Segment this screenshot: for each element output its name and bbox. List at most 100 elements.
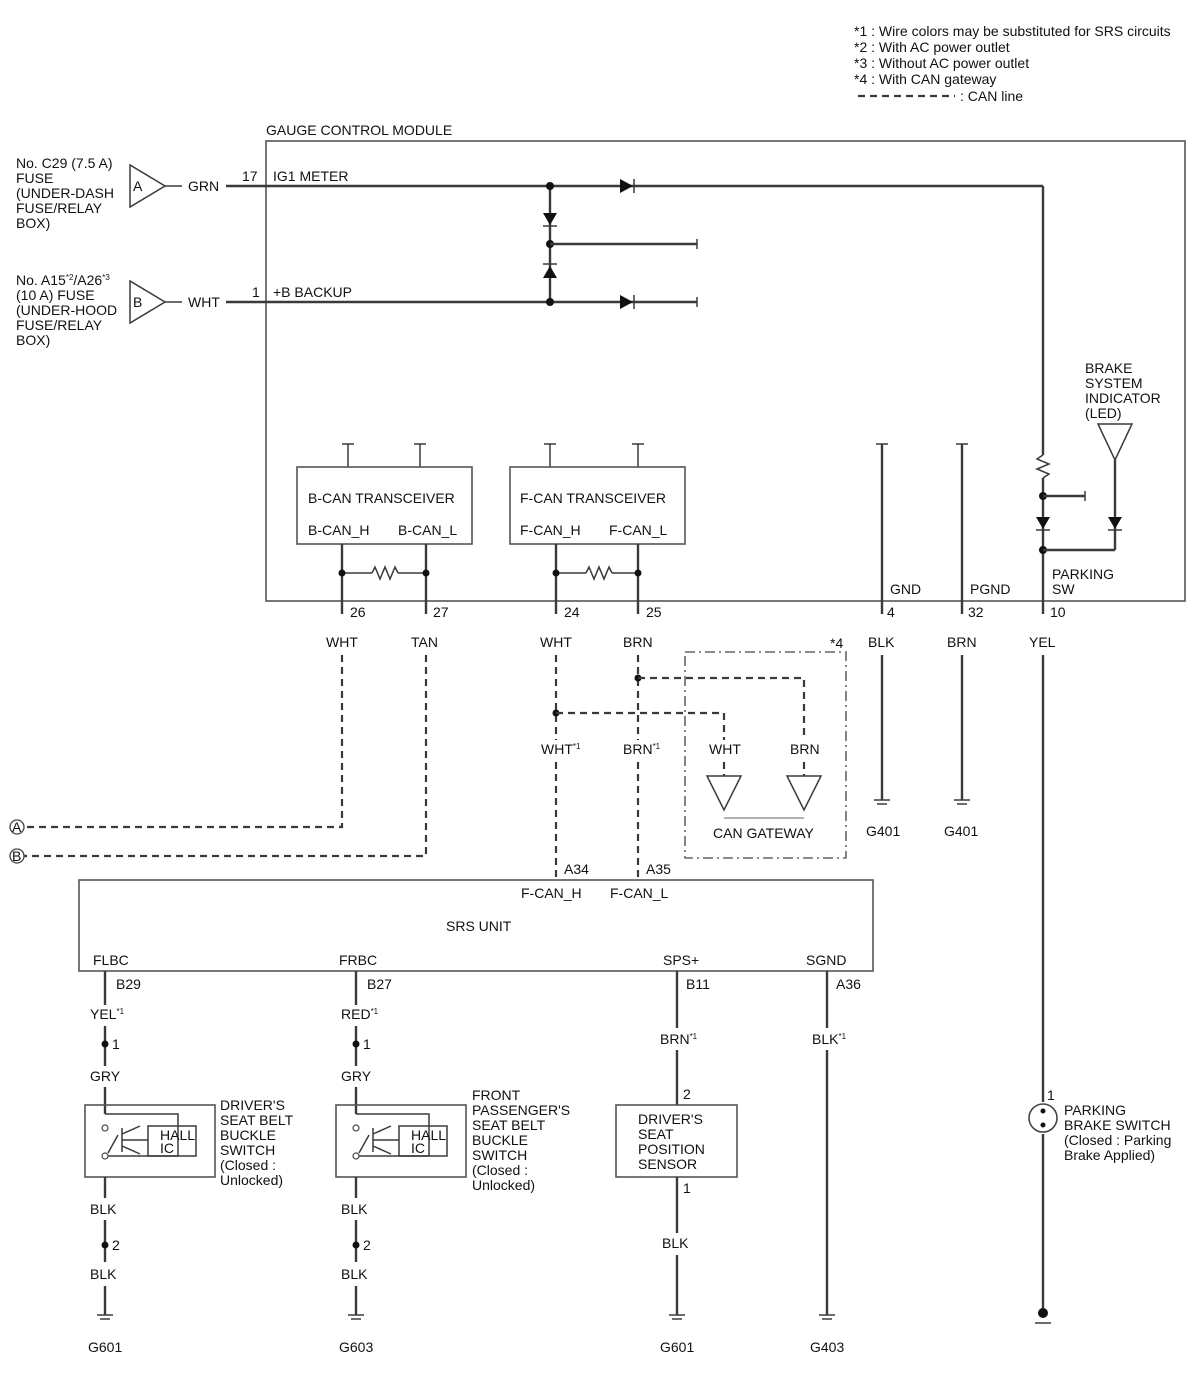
b-can-transceiver-box — [296, 466, 473, 545]
note-1: *1 : Wire colors may be substituted for … — [854, 23, 1171, 39]
brn-srs-label: BRN*1 — [623, 741, 661, 757]
wire-10-color: YEL — [1029, 634, 1056, 650]
srs-sgnd: SGND — [806, 952, 846, 968]
brake-led-triangle — [1096, 423, 1134, 462]
driver-buckle-contact-a — [101, 1124, 109, 1132]
pin-4: 4 — [887, 604, 895, 620]
parking-brake-circuit: 1 PARKING BRAKE SWITCH (Closed : Parking… — [1028, 655, 1171, 1324]
driver-buckle-label-2: SEAT BELT — [220, 1112, 294, 1128]
passenger-buckle-wire1-color: RED*1 — [341, 1006, 379, 1022]
pin-25: 25 — [646, 604, 662, 620]
wire-32-color: BRN — [947, 634, 977, 650]
passenger-buckle-transistor-emitter — [372, 1145, 392, 1155]
fuse-a-label-4: FUSE/RELAY — [16, 200, 103, 216]
can-line-legend-label: : CAN line — [960, 88, 1023, 104]
brake-label-3: INDICATOR — [1085, 390, 1161, 406]
fuse-b-label-1: No. A15*2/A26*3 — [16, 272, 110, 288]
fuse-a-wire: GRN — [188, 178, 219, 194]
srs-pin-a36: A36 — [836, 976, 861, 992]
sensor-label-3: POSITION — [638, 1141, 705, 1157]
module-pin-numbers: 26 27 24 25 4 32 10 — [350, 604, 1066, 620]
driver-buckle-label-6: Unlocked) — [220, 1172, 283, 1188]
parking-sw-label-2: SW — [1052, 581, 1075, 597]
wht-srs-label: WHT*1 — [541, 741, 581, 757]
fuse-a-label-5: BOX) — [16, 215, 50, 231]
pin-17: 17 — [242, 168, 258, 184]
connector-a-triangle — [129, 163, 167, 209]
passenger-buckle-contact-b — [352, 1152, 360, 1160]
f-can-lines: WHT*1 BRN*1 — [541, 655, 806, 880]
srs-sps: SPS+ — [663, 952, 699, 968]
passenger-buckle-connector-1 — [352, 1040, 360, 1048]
driver-buckle-gry: GRY — [90, 1068, 121, 1084]
diode-brake-left — [1036, 517, 1050, 529]
driver-buckle-connector-1 — [101, 1040, 109, 1048]
can-gateway-terminal-wht — [705, 775, 743, 812]
passenger-buckle-blk-a: BLK — [341, 1201, 368, 1217]
can-gateway: *4 WHT BRN CAN GATEWAY — [684, 635, 847, 859]
connector-a-circle — [9, 819, 25, 835]
parking-brake-label-1: PARKING — [1064, 1102, 1126, 1118]
brake-indicator-section: BRAKE SYSTEM INDICATOR (LED) PARKING SW — [1035, 186, 1161, 614]
passenger-buckle-gry: GRY — [341, 1068, 372, 1084]
diode-down-symbol — [543, 213, 557, 225]
module-wire-colors: WHT TAN WHT BRN BLK BRN YEL — [326, 634, 1056, 650]
fuse-b-wire: WHT — [188, 294, 220, 310]
pin-26: 26 — [350, 604, 366, 620]
b-can-junction-l — [422, 569, 430, 577]
sensor-pin-2: 2 — [683, 1086, 691, 1102]
g601b-label: G601 — [660, 1339, 694, 1355]
parking-sw-label-1: PARKING — [1052, 566, 1114, 582]
parking-brake-label-2: BRAKE SWITCH — [1064, 1117, 1171, 1133]
fuse-b-label-5: BOX) — [16, 332, 50, 348]
driver-buckle-transistor-emitter — [121, 1145, 141, 1155]
driver-buckle-hall-ic — [147, 1125, 197, 1157]
connector-b-circle-label: B — [12, 848, 21, 864]
gateway-brn-line — [638, 676, 806, 740]
passenger-buckle-label-1: FRONT — [472, 1087, 521, 1103]
passenger-buckle-hall-ic — [398, 1125, 448, 1157]
driver-buckle-pin-2: 2 — [112, 1237, 120, 1253]
g403-label: G403 — [810, 1339, 844, 1355]
b-can-l-label: B-CAN_L — [398, 522, 457, 538]
connector-b-circle — [9, 848, 25, 864]
srs-pin-b27: B27 — [367, 976, 392, 992]
pgnd-label: PGND — [970, 581, 1010, 597]
passenger-buckle-pin-1: 1 — [363, 1036, 371, 1052]
g601a-label: G601 — [88, 1339, 122, 1355]
fuse-b-input: No. A15*2/A26*3 (10 A) FUSE (UNDER-HOOD … — [16, 272, 220, 348]
pin-24: 24 — [564, 604, 580, 620]
passenger-buckle-label-6: (Closed : — [472, 1162, 528, 1178]
connector-b-triangle — [129, 279, 167, 325]
pin-32: 32 — [968, 604, 984, 620]
note-4: *4 : With CAN gateway — [854, 71, 996, 87]
b-backup-label: +B BACKUP — [273, 284, 352, 300]
driver-buckle-connector-2 — [101, 1241, 109, 1249]
can-gateway-wht: WHT — [709, 741, 741, 757]
wire-24-color: WHT — [540, 634, 572, 650]
fuse-b-label-4: FUSE/RELAY — [16, 317, 103, 333]
srs-frbc: FRBC — [339, 952, 377, 968]
parking-brake-contact-top — [1040, 1108, 1046, 1114]
srs-f-can-l: F-CAN_L — [610, 885, 669, 901]
driver-buckle-contact-b — [101, 1152, 109, 1160]
passenger-hall-label-1: HALL — [411, 1127, 446, 1143]
can-gateway-brn: BRN — [790, 741, 820, 757]
connector-a-letter: A — [133, 178, 143, 194]
f-can-l-label: F-CAN_L — [609, 522, 668, 538]
gateway-wht-line — [556, 711, 726, 740]
f-can-h-label: F-CAN_H — [520, 522, 581, 538]
g401b-label: G401 — [944, 823, 978, 839]
b-can-h-line — [24, 655, 344, 829]
passenger-buckle-label-7: Unlocked) — [472, 1177, 535, 1193]
ig1-meter-label: IG1 METER — [273, 168, 348, 184]
f-can-transceiver: F-CAN TRANSCEIVER F-CAN_H F-CAN_L — [509, 443, 686, 614]
b-can-termination-resistor — [371, 565, 399, 581]
can-gateway-terminal-brn — [785, 775, 823, 812]
srs-unit-box — [78, 879, 874, 972]
parking-brake-label-4: Brake Applied) — [1064, 1147, 1155, 1163]
passenger-buckle-connector-2 — [352, 1241, 360, 1249]
b-can-lines: A B — [9, 655, 428, 864]
diode-brake-right — [1108, 517, 1122, 529]
notes-legend: *1 : Wire colors may be substituted for … — [854, 23, 1171, 104]
